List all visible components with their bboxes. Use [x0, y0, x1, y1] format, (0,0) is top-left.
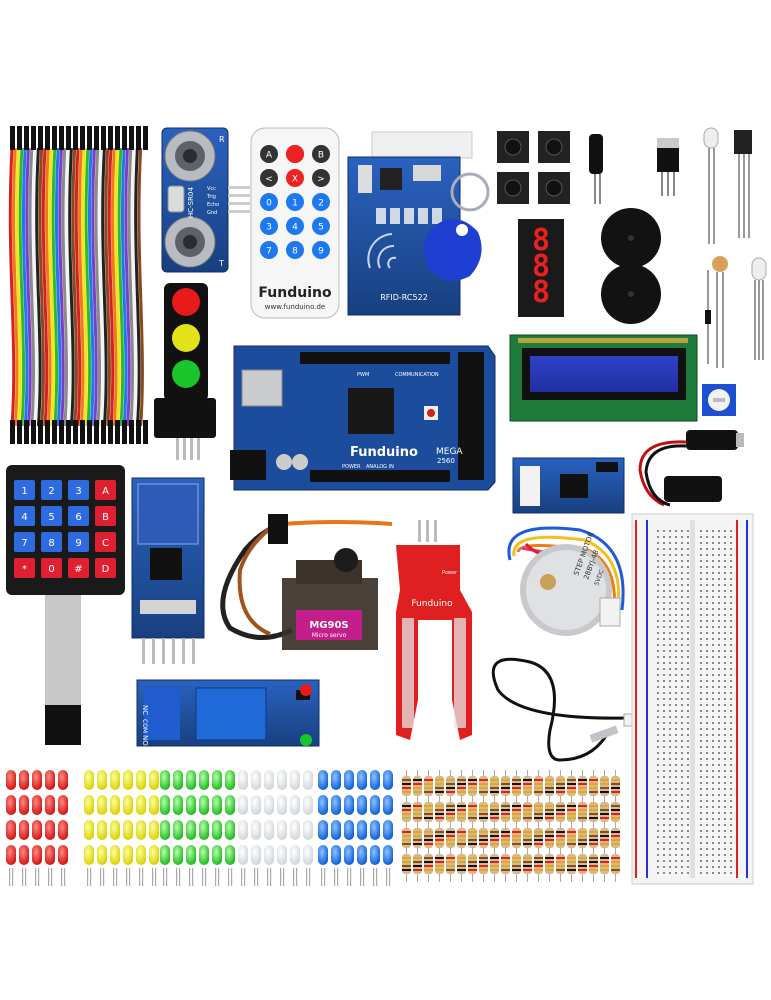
led-assortment [6, 770, 393, 886]
keypad-key: 1 [21, 486, 27, 497]
keypad-key: # [74, 564, 82, 575]
breadboard [631, 513, 754, 885]
jumper-wires [8, 126, 148, 444]
arduino-model: MEGA [436, 447, 463, 457]
remote-key: > [317, 175, 325, 185]
arduino-model-sub: 2560 [437, 457, 455, 465]
ir-remote: A B < X >0 1 2 3 4 5 7 8 9 Funduino www.funduino.de [250, 127, 340, 319]
ultrasonic-sensor: HC-SR04 Vcc Trig Echo Gnd R T [161, 127, 250, 273]
relay-label-no: NO [141, 735, 149, 746]
moisture-power: Power [442, 570, 458, 576]
potentiometer [702, 384, 736, 416]
remote-key: 4 [292, 223, 298, 233]
keypad-key: 8 [48, 538, 54, 549]
keypad-key: 5 [48, 512, 54, 523]
ultrasonic-pin-vcc: Vcc [207, 186, 216, 192]
svg-text:8: 8 [532, 275, 550, 310]
svg-text:8: 8 [532, 223, 550, 258]
arduino-power-label: POWER [342, 464, 361, 470]
keypad-keys: 1 2 3 A 4 5 6 B 7 8 9 C * 0 # D [14, 480, 116, 578]
ultrasonic-model: HC-SR04 [187, 187, 195, 218]
remote-key: A [266, 151, 273, 161]
keypad-key: B [102, 512, 109, 523]
breadboard-holes [657, 530, 732, 874]
bluetooth-module [131, 477, 205, 664]
temperature-probe [491, 657, 639, 762]
arduino-analog-label: ANALOG IN [366, 464, 394, 470]
lcd-1602-display [509, 334, 698, 422]
relay-module: NC COM NO [136, 679, 320, 747]
arduino-mega-board: Funduino MEGA 2560 PWM COMMUNICATION POW… [230, 345, 496, 491]
remote-url: www.funduino.de [265, 303, 326, 311]
remote-key: 2 [318, 199, 324, 209]
relay-label-nc: NC [141, 705, 149, 715]
remote-key: 1 [292, 199, 298, 209]
push-buttons [497, 131, 570, 204]
membrane-keypad: 1 2 3 A 4 5 6 B 7 8 9 C * 0 # D [6, 465, 125, 745]
keypad-key: 4 [21, 512, 27, 523]
keypad-key: A [102, 486, 109, 497]
resistor-assortment [402, 770, 620, 882]
tilt-sensor [589, 134, 603, 204]
ultrasonic-pin-gnd: Gnd [207, 210, 217, 216]
photoresistor-diode-rgb [705, 256, 767, 368]
servo-motor: MG90S Micro servo [220, 514, 393, 650]
seven-segment-display: 8 8 8 [518, 219, 564, 317]
keypad-key: 0 [48, 564, 54, 575]
remote-key: X [292, 175, 298, 185]
ultrasonic-side-t: T [218, 259, 224, 268]
ultrasonic-pin-echo: Echo [207, 202, 219, 208]
ultrasonic-side-r: R [219, 135, 225, 144]
remote-key: 3 [266, 223, 272, 233]
remote-key: 0 [266, 199, 272, 209]
servo-sub: Micro servo [312, 632, 347, 639]
keypad-key: C [102, 538, 109, 549]
keypad-key: 7 [21, 538, 27, 549]
relay-label-com: COM [141, 719, 148, 733]
stepper-driver-board [512, 457, 625, 514]
remote-keypad: A B < X >0 1 2 3 4 5 7 8 9 [260, 145, 330, 259]
soil-moisture-sensor: Funduino Power [396, 520, 472, 740]
buzzers [601, 208, 661, 324]
remote-key: 7 [266, 247, 272, 257]
arduino-pwm-label: PWM [357, 372, 369, 378]
remote-key: < [265, 175, 273, 185]
rfid-label: RFID-RC522 [380, 293, 428, 302]
servo-model: MG90S [309, 620, 348, 631]
keypad-key: 9 [75, 538, 81, 549]
keypad-key: 3 [75, 486, 81, 497]
ultrasonic-pin-trig: Trig [206, 194, 216, 200]
traffic-light-module [154, 283, 216, 460]
keypad-key: 6 [75, 512, 81, 523]
svg-text:8: 8 [532, 249, 550, 284]
keypad-key: D [102, 564, 110, 575]
remote-key: 5 [318, 223, 324, 233]
battery-clip [638, 430, 744, 507]
keypad-key: * [22, 564, 27, 575]
stepper-motor: STEP MOTOR 28BYJ-48 5VDC [507, 526, 625, 636]
remote-key: B [318, 151, 324, 161]
ir-led-and-receiver [703, 127, 752, 244]
rfid-module: RFID-RC522 [347, 131, 490, 316]
arduino-comm-label: COMMUNICATION [395, 372, 439, 378]
arduino-brand: Funduino [350, 445, 418, 460]
remote-key: 9 [318, 247, 324, 257]
voltage-regulator [657, 138, 679, 196]
remote-key: 8 [292, 247, 298, 257]
keypad-key: 2 [48, 486, 54, 497]
remote-brand: Funduino [258, 285, 332, 301]
moisture-brand: Funduino [411, 599, 453, 609]
